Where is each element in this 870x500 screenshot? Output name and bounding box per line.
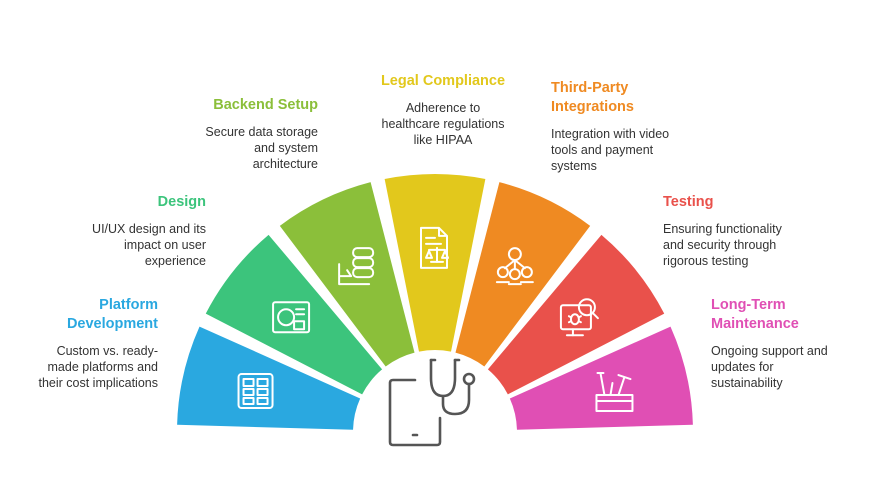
- bug-search-icon: [559, 298, 599, 337]
- label-desc: UI/UX design and its impact on user expe…: [92, 222, 206, 268]
- segment-0: [177, 326, 361, 430]
- label-backend-setup: Backend Setup Secure data storage and sy…: [205, 96, 318, 172]
- label-legal-compliance: Legal Compliance Adherence to healthcare…: [363, 72, 523, 148]
- legal-document-scale-icon: [420, 226, 449, 269]
- label-testing: Testing Ensuring functionality and secur…: [663, 193, 782, 269]
- label-desc: Ensuring functionality and security thro…: [663, 222, 782, 268]
- label-title: Platform Development: [66, 297, 158, 332]
- label-long-term-maintenance: Long-Term Maintenance Ongoing support an…: [711, 296, 828, 391]
- dashboard-icon: [237, 373, 274, 410]
- design-board-icon: [272, 301, 311, 334]
- stethoscope-tablet-icon: [388, 358, 476, 447]
- label-desc: Secure data storage and system architect…: [205, 125, 318, 171]
- label-title: Testing: [663, 194, 714, 210]
- label-title: Long-Term Maintenance: [711, 297, 799, 332]
- segment-2: [279, 182, 415, 367]
- label-design: Design UI/UX design and its impact on us…: [92, 193, 206, 269]
- label-desc: Custom vs. ready- made platforms and the…: [38, 344, 159, 390]
- label-title: Third-Party Integrations: [551, 80, 634, 115]
- toolbox-icon: [595, 372, 634, 413]
- label-title: Legal Compliance: [380, 73, 506, 89]
- label-desc: Ongoing support and updates for sustaina…: [711, 344, 828, 390]
- label-desc: Adherence to healthcare regulations like…: [381, 101, 505, 147]
- label-platform-development: Platform Development Custom vs. ready- m…: [39, 296, 159, 391]
- label-title: Backend Setup: [213, 97, 318, 113]
- label-third-party-integrations: Third-Party Integrations Integration wit…: [551, 79, 669, 174]
- network-nodes-icon: [495, 247, 534, 286]
- label-desc: Integration with video tools and payment…: [551, 127, 670, 173]
- label-title: Design: [157, 194, 206, 210]
- database-server-icon: [338, 247, 375, 286]
